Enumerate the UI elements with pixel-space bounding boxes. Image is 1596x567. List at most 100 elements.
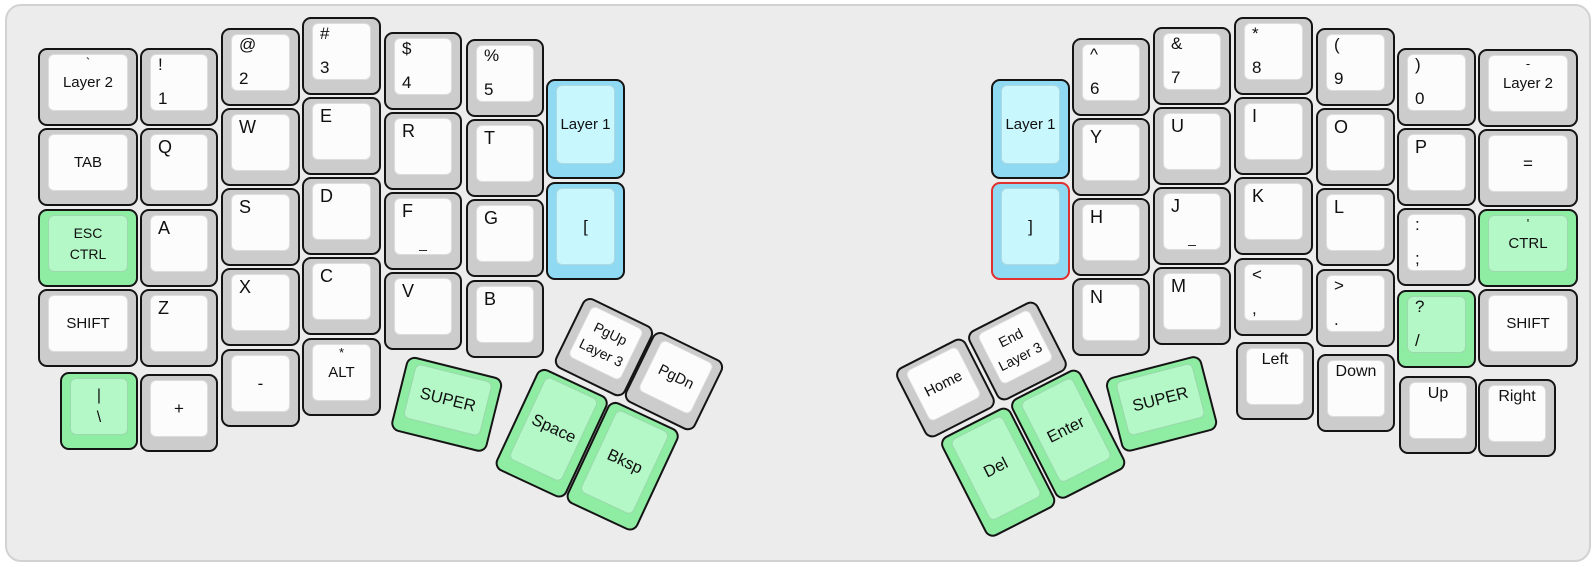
key-legend: T <box>484 128 495 148</box>
key-l[interactable]: L <box>1316 188 1395 266</box>
key-caret-6[interactable]: ^6 <box>1072 38 1150 116</box>
key-p[interactable]: P <box>1397 128 1476 206</box>
key-legend-group: `Layer 2 <box>49 55 127 110</box>
key-m[interactable]: M <box>1153 267 1231 345</box>
keycap-face: M <box>1163 273 1221 330</box>
key-legend: - <box>257 373 264 393</box>
key-legend-group: Left <box>1247 349 1303 404</box>
keycap-face: SHIFT <box>1488 295 1568 352</box>
key-q[interactable]: Q <box>140 128 218 206</box>
key-x[interactable]: X <box>221 268 300 346</box>
key-super-right[interactable]: SUPER <box>1104 354 1220 454</box>
key-grave-layer2[interactable]: `Layer 2 <box>38 48 138 126</box>
key-legend: ALT <box>328 363 355 381</box>
key-asterisk-8[interactable]: *8 <box>1234 17 1313 95</box>
key-minus-layer2[interactable]: -Layer 2 <box>1478 49 1578 127</box>
keycap-face: Down <box>1327 360 1385 417</box>
key-legend: 1 <box>158 89 168 109</box>
key-legend-group: SHIFT <box>1489 296 1567 351</box>
key-legend-group: $4 <box>395 39 451 94</box>
key-dollar-4[interactable]: $4 <box>384 32 462 110</box>
key-right[interactable]: Right <box>1478 379 1556 457</box>
key-plus[interactable]: + <box>140 374 218 452</box>
key-equals[interactable]: = <box>1478 129 1578 207</box>
key-a[interactable]: A <box>140 209 218 287</box>
key-percent-5[interactable]: %5 <box>466 39 544 117</box>
key-shift-left[interactable]: SHIFT <box>38 289 138 367</box>
key-up[interactable]: Up <box>1399 376 1477 454</box>
key-shift-right[interactable]: SHIFT <box>1478 289 1578 367</box>
key-minus[interactable]: - <box>221 349 300 427</box>
key-legend-group: 'CTRL <box>1489 216 1567 271</box>
key-w[interactable]: W <box>221 108 300 186</box>
key-lparen-9[interactable]: (9 <box>1316 28 1395 106</box>
key-layer1-right[interactable]: Layer 1 <box>991 79 1070 179</box>
key-y[interactable]: Y <box>1072 118 1150 196</box>
key-legend: Del <box>980 454 1012 482</box>
key-h[interactable]: H <box>1072 198 1150 276</box>
key-left[interactable]: Left <box>1236 342 1314 420</box>
key-layer1-left[interactable]: Layer 1 <box>546 79 625 179</box>
key-less-comma[interactable]: <, <box>1234 258 1313 336</box>
keycap-face: + <box>150 380 208 437</box>
keycap-face: @2 <box>231 34 290 91</box>
key-legend-group: %5 <box>477 46 533 101</box>
key-legend-group: J_ <box>1164 194 1220 249</box>
key-legend: 7 <box>1171 68 1181 88</box>
key-left-bracket[interactable]: [ <box>546 182 625 280</box>
key-i[interactable]: I <box>1234 97 1313 175</box>
key-n[interactable]: N <box>1072 278 1150 356</box>
key-j[interactable]: J_ <box>1153 187 1231 265</box>
key-legend-group: @2 <box>232 35 289 90</box>
key-legend: Left <box>1261 351 1289 368</box>
key-right-bracket[interactable]: ] <box>991 182 1070 280</box>
key-at-2[interactable]: @2 <box>221 28 300 106</box>
key-legend: X <box>239 277 252 297</box>
key-colon-semicolon[interactable]: :; <box>1397 208 1476 286</box>
key-greater-period[interactable]: >. <box>1316 269 1395 347</box>
key-legend: Home <box>921 367 966 401</box>
key-question-slash[interactable]: ?/ <box>1397 290 1476 368</box>
key-legend-group: )0 <box>1408 55 1465 110</box>
keycap-face: :; <box>1407 214 1466 271</box>
key-legend-group: !1 <box>151 55 207 110</box>
keycap-face: Q <box>150 134 208 191</box>
key-g[interactable]: G <box>466 199 544 277</box>
key-z[interactable]: Z <box>140 289 218 367</box>
key-amp-7[interactable]: &7 <box>1153 27 1231 105</box>
key-rparen-0[interactable]: )0 <box>1397 48 1476 126</box>
key-v[interactable]: V <box>384 272 462 350</box>
key-k[interactable]: K <box>1234 177 1313 255</box>
key-legend: 8 <box>1252 58 1262 78</box>
key-t[interactable]: T <box>466 119 544 197</box>
keycap-face: X <box>231 274 290 331</box>
key-b[interactable]: B <box>466 280 544 358</box>
key-excl-1[interactable]: !1 <box>140 48 218 126</box>
key-legend-group: L <box>1327 195 1384 250</box>
key-legend: Space <box>528 410 579 447</box>
key-o[interactable]: O <box>1316 108 1395 186</box>
key-e[interactable]: E <box>302 97 381 175</box>
key-down[interactable]: Down <box>1317 354 1395 432</box>
key-legend: V <box>402 281 415 301</box>
key-legend-group: Home <box>906 347 981 421</box>
key-r[interactable]: R <box>384 112 462 190</box>
key-hash-3[interactable]: #3 <box>302 17 381 95</box>
key-u[interactable]: U <box>1153 107 1231 185</box>
key-pipe-backslash[interactable]: |\ <box>60 372 138 450</box>
keycap-face: -Layer 2 <box>1488 55 1568 112</box>
key-star-alt[interactable]: *ALT <box>302 338 381 416</box>
keycap-face: TAB <box>48 134 128 191</box>
key-quote-ctrl[interactable]: 'CTRL <box>1478 209 1578 287</box>
key-d[interactable]: D <box>302 177 381 255</box>
keycap-face: PgDn <box>637 338 715 416</box>
key-c[interactable]: C <box>302 257 381 335</box>
key-f[interactable]: F_ <box>384 192 462 270</box>
key-tab[interactable]: TAB <box>38 128 138 206</box>
key-super-left[interactable]: SUPER <box>389 355 505 454</box>
key-s[interactable]: S <box>221 188 300 266</box>
key-legend-group: -Layer 2 <box>1489 56 1567 111</box>
keycap-face: Home <box>904 345 983 423</box>
